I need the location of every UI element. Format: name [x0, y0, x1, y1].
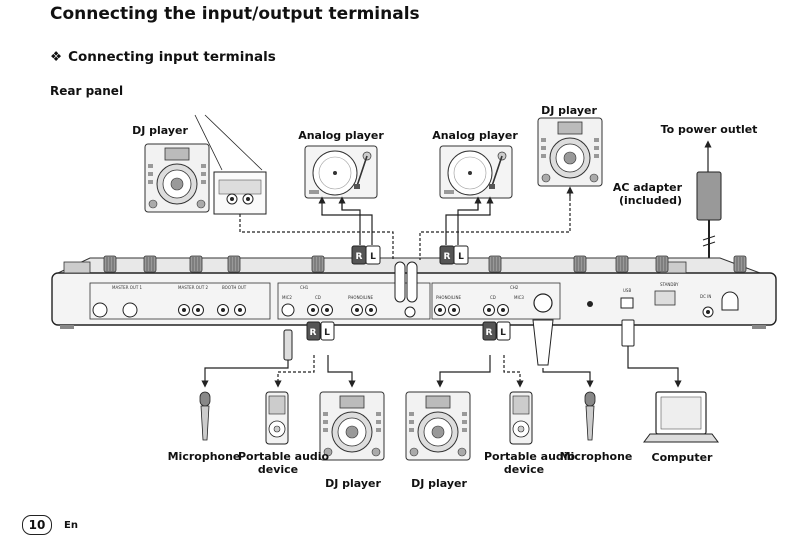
- panel-label-master-out1: MASTER OUT 1: [112, 285, 143, 290]
- label-portable-audio-right: Portable audio device: [484, 450, 576, 476]
- plug-letter-l: L: [370, 252, 376, 262]
- dj-player-bottom-left: [319, 391, 385, 461]
- panel-label-phono-line-2: PHONO/LINE: [436, 295, 461, 300]
- subsection-heading: Rear panel: [50, 84, 124, 98]
- plug-letter-r: R: [310, 328, 317, 338]
- portable-audio-device-right: [509, 391, 533, 445]
- language-label: En: [64, 520, 78, 531]
- analog-player-left: [304, 145, 378, 199]
- panel-label-master-out2: MASTER OUT 2: [178, 285, 209, 290]
- plug-letter-r: R: [356, 252, 363, 262]
- label-computer: Computer: [651, 451, 713, 464]
- panel-label-dc-in: DC IN: [700, 294, 711, 299]
- section-heading-text: Connecting input terminals: [68, 49, 276, 65]
- label-ac-adapter-line2: (included): [619, 194, 682, 207]
- label-portable-left-line1: Portable audio: [238, 450, 330, 463]
- analog-player-right: [439, 145, 513, 199]
- computer-laptop: [643, 391, 719, 443]
- panel-label-mic3: MIC3: [514, 295, 524, 300]
- portable-audio-device-left: [265, 391, 289, 445]
- top-cables: [239, 186, 574, 260]
- plug-letter-l: L: [324, 328, 330, 338]
- panel-label-usb: USB: [623, 288, 631, 293]
- panel-labels: MASTER OUT 1 MASTER OUT 2 BOOTH OUT CH1 …: [112, 282, 711, 300]
- label-portable-right-line2: device: [503, 463, 545, 476]
- ac-adapter: [696, 140, 722, 262]
- plug-letter-l: L: [500, 328, 506, 338]
- panel-label-booth-out: BOOTH OUT: [222, 285, 247, 290]
- label-dj-player-bottom-right: DJ player: [411, 477, 467, 490]
- plug-letter-r: R: [444, 252, 451, 262]
- panel-label-mic2: MIC2: [282, 295, 292, 300]
- dj-player-bottom-right: [405, 391, 471, 461]
- microphone-right: [584, 391, 596, 441]
- label-portable-audio-left: Portable audio device: [238, 450, 330, 476]
- label-dj-player-bottom-left: DJ player: [325, 477, 381, 490]
- label-microphone-left: Microphone: [167, 450, 241, 463]
- diamond-bullet-icon: ❖: [50, 49, 63, 65]
- label-analog-player-right: Analog player: [432, 129, 518, 142]
- label-dj-player-top-left: DJ player: [132, 124, 188, 137]
- label-ac-adapter: AC adapter (included): [610, 181, 682, 207]
- label-ac-adapter-line1: AC adapter: [612, 181, 682, 194]
- top-plugs: R L R L: [351, 245, 469, 265]
- label-analog-player-left: Analog player: [298, 129, 384, 142]
- label-dj-player-top-right: DJ player: [541, 104, 597, 117]
- section-heading: ❖ Connecting input terminals: [50, 49, 276, 65]
- label-portable-right-line1: Portable audio: [484, 450, 576, 463]
- page-title: Connecting the input/output terminals: [50, 4, 420, 24]
- rear-panel-inset: [194, 114, 267, 215]
- dj-player-top-right: [537, 117, 603, 187]
- panel-label-ch2: CH2: [510, 285, 519, 290]
- bottom-plugs: R L R L: [283, 319, 635, 366]
- panel-label-cd-2: CD: [490, 295, 496, 300]
- microphone-left: [199, 391, 211, 441]
- bottom-cables: [201, 345, 682, 388]
- dj-player-top-left: [144, 143, 210, 213]
- label-portable-left-line2: device: [257, 463, 299, 476]
- panel-label-ch1: CH1: [300, 285, 309, 290]
- page-number: 10: [22, 515, 52, 535]
- panel-label-cd-1: CD: [315, 295, 321, 300]
- panel-label-phono-line-1: PHONO/LINE: [348, 295, 373, 300]
- panel-label-standby: STANDBY: [660, 282, 679, 287]
- label-power-outlet: To power outlet: [660, 123, 758, 136]
- plug-letter-l: L: [458, 252, 464, 262]
- plug-letter-r: R: [486, 328, 493, 338]
- label-microphone-right: Microphone: [559, 450, 633, 463]
